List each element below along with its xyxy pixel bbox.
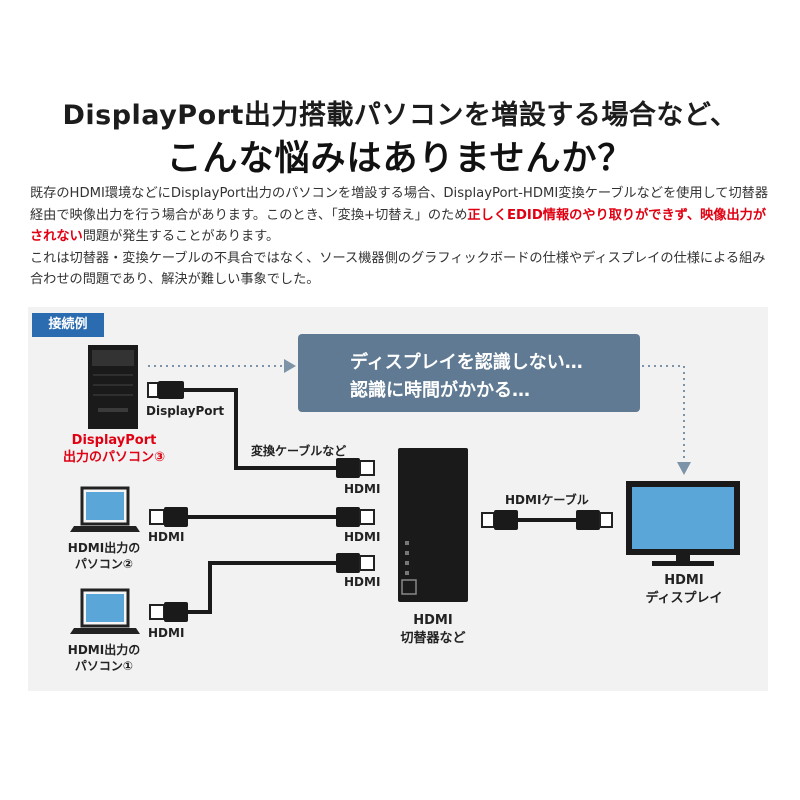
pc3-label: DisplayPort 出力のパソコン③ bbox=[48, 432, 180, 466]
laptop-pc1-icon bbox=[70, 588, 140, 634]
pc1-plug-label: HDMI bbox=[148, 626, 185, 640]
switch-label-line2: 切替器など bbox=[400, 631, 466, 646]
message-line1: ディスプレイを認識しない… bbox=[350, 352, 583, 373]
tower-pc-icon bbox=[88, 345, 138, 429]
hdmi-display-icon bbox=[626, 481, 740, 566]
display-label-line2: ディスプレイ bbox=[645, 591, 723, 606]
hdmi-cable-right-plug bbox=[576, 510, 613, 530]
switch-input-plug-1 bbox=[336, 458, 375, 478]
adapter-cable-label: 変換ケーブルなど bbox=[251, 444, 347, 458]
dp-connector-label: DisplayPort bbox=[146, 404, 225, 418]
para-highlight: 正しくEDID情報のやり取りができず、映像出力がされない bbox=[30, 207, 767, 245]
switch-input1-label: HDMI bbox=[344, 482, 381, 496]
para-text-2: これは切替器・変換ケーブルの不具合ではなく、ソース機器側のグラフィックボードの仕… bbox=[30, 250, 766, 288]
switch-input2-label: HDMI bbox=[344, 530, 381, 544]
headline-line2: こんな悩みはありませんか？ bbox=[166, 139, 634, 179]
hdmi-cable-label: HDMIケーブル bbox=[505, 493, 589, 507]
laptop-pc2-icon bbox=[70, 486, 140, 532]
dotted-arrow-to-display bbox=[642, 365, 685, 462]
laptop-pc2-plug-icon bbox=[149, 507, 188, 527]
pc1-label-line1: HDMI出力の bbox=[67, 643, 141, 657]
hdmi-cable-left-plug bbox=[481, 510, 518, 530]
description-paragraph: 既存のHDMI環境などにDisplayPort出力のパソコンを増設する場合、Di… bbox=[30, 183, 772, 291]
para-text-a: 既存のHDMI環境などにDisplayPort出力のパソコンを増設する場合、Di… bbox=[30, 186, 769, 223]
pc2-label-line2: パソコン② bbox=[74, 557, 134, 571]
pc1-hdmi-cable bbox=[188, 561, 336, 614]
arrowhead-down bbox=[677, 462, 691, 475]
pc2-plug-label: HDMI bbox=[148, 530, 185, 544]
pc1-label: HDMI出力のパソコン① bbox=[52, 642, 156, 674]
connection-example-tag: 接続例 bbox=[32, 313, 104, 337]
pc2-label: HDMI出力のパソコン② bbox=[52, 540, 156, 572]
displayport-plug-icon bbox=[147, 381, 184, 399]
pc1-label-line2: パソコン① bbox=[74, 659, 134, 673]
display-label-line1: HDMI bbox=[664, 573, 704, 588]
pc2-label-line1: HDMI出力の bbox=[67, 541, 141, 555]
switch-label-line1: HDMI bbox=[413, 613, 453, 628]
display-label: HDMI ディスプレイ bbox=[628, 572, 740, 608]
pc3-label-line1: DisplayPort bbox=[71, 433, 157, 448]
arrowhead-right bbox=[284, 359, 296, 373]
hdmi-switch-icon bbox=[398, 448, 468, 602]
switch-input3-label: HDMI bbox=[344, 575, 381, 589]
problem-message-box: ディスプレイを認識しない… 認識に時間がかかる… bbox=[298, 334, 640, 412]
switch-input-plug-2 bbox=[336, 507, 375, 527]
switch-label: HDMI 切替器など bbox=[378, 612, 488, 648]
para-text-b: 問題が発生することがあります。 bbox=[82, 229, 280, 244]
pc3-label-line2: 出力のパソコン③ bbox=[62, 450, 165, 465]
message-line2: 認識に時間がかかる… bbox=[350, 380, 530, 401]
switch-input-plug-3 bbox=[336, 553, 375, 573]
headline-line1: DisplayPort出力搭載パソコンを増設する場合など、 bbox=[62, 100, 738, 131]
laptop-pc1-plug-icon bbox=[149, 602, 188, 622]
dp-adapter-cable bbox=[184, 388, 336, 470]
